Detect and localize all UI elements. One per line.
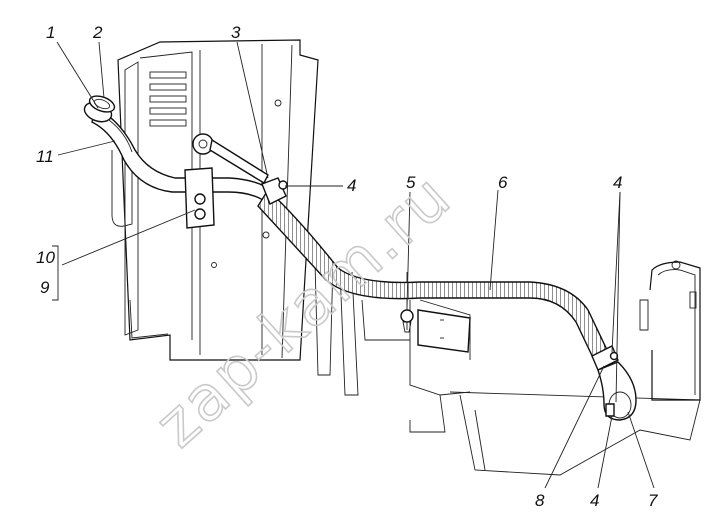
callout-9: 9 [40,278,50,297]
intake-pipe [83,95,271,204]
callout-4-upper: 4 [347,176,356,195]
hose-clamps [261,177,619,371]
support-bracket [400,272,471,353]
callout-10: 10 [36,248,55,267]
leader-lines [52,41,655,489]
callout-6: 6 [498,173,508,192]
callout-3: 3 [231,23,241,42]
callout-2: 2 [92,23,103,42]
callout-11: 11 [36,147,54,166]
callout-1: 1 [46,23,55,42]
callout-5: 5 [406,173,416,192]
callout-7: 7 [648,491,658,510]
frame-rails [314,261,701,476]
air-cleaner-housing [639,260,701,401]
callout-8: 8 [535,491,545,510]
corrugated-hose [257,188,609,366]
vent-slots [149,71,187,127]
callout-labels: 1 2 3 4 5 6 4 11 10 9 8 4 7 [36,23,658,510]
pipe-bracket [184,167,215,229]
callout-4-right: 4 [613,173,622,192]
elbow-connector [597,361,637,421]
callout-4-lower: 4 [590,491,599,510]
